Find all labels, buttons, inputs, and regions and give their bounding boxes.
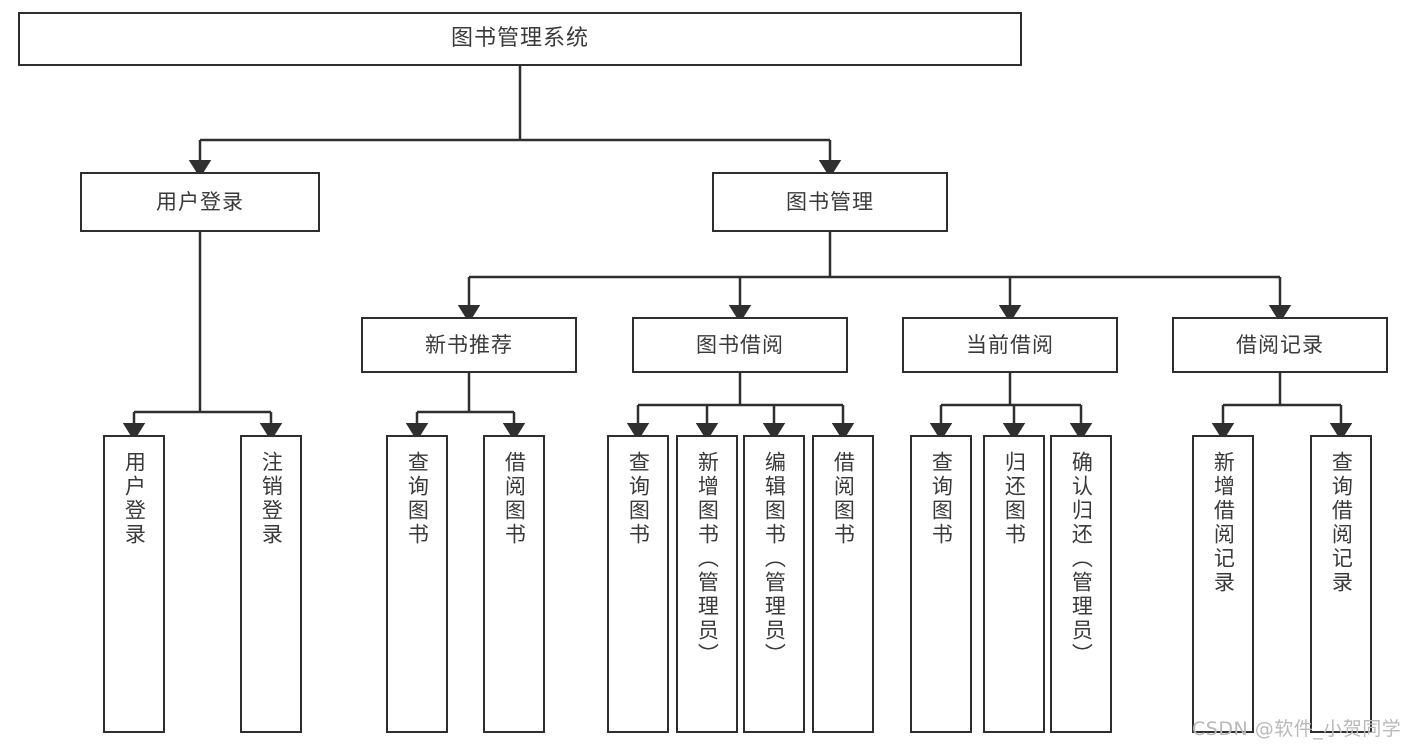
node-label: 用户登录	[156, 189, 244, 214]
node-current[interactable]: 当前借阅	[902, 317, 1118, 373]
node-leaf-query-book-2[interactable]: 查询图书	[607, 435, 669, 733]
node-label: 确认归还（管理员）	[1069, 451, 1094, 667]
node-label: 当前借阅	[966, 332, 1054, 357]
node-leaf-query-book-1[interactable]: 查询图书	[386, 435, 448, 733]
node-label: 新增图书（管理员）	[695, 451, 720, 667]
node-leaf-borrow-book-1[interactable]: 借阅图书	[483, 435, 545, 733]
node-leaf-query-book-3[interactable]: 查询图书	[910, 435, 972, 733]
node-leaf-user-logout[interactable]: 注销登录	[240, 435, 302, 733]
node-leaf-borrow-book-2[interactable]: 借阅图书	[812, 435, 874, 733]
node-login[interactable]: 用户登录	[80, 172, 320, 232]
node-label: 图书管理系统	[450, 26, 589, 52]
node-bookmgmt[interactable]: 图书管理	[712, 172, 948, 232]
node-leaf-user-login[interactable]: 用户登录	[103, 435, 165, 733]
node-leaf-add-record[interactable]: 新增借阅记录	[1192, 435, 1254, 733]
node-label: 用户登录	[122, 451, 147, 547]
edge-layer	[122, 66, 1353, 442]
node-records[interactable]: 借阅记录	[1172, 317, 1388, 373]
node-root[interactable]: 图书管理系统	[18, 12, 1022, 66]
node-leaf-add-book[interactable]: 新增图书（管理员）	[676, 435, 738, 733]
node-leaf-query-record[interactable]: 查询借阅记录	[1310, 435, 1372, 733]
node-leaf-confirm-return[interactable]: 确认归还（管理员）	[1050, 435, 1112, 733]
node-label: 新书推荐	[425, 332, 513, 357]
node-label: 图书借阅	[696, 332, 784, 357]
node-label: 新增借阅记录	[1211, 451, 1236, 595]
node-newbook[interactable]: 新书推荐	[361, 317, 577, 373]
node-label: 借阅图书	[831, 451, 856, 547]
node-label: 借阅记录	[1236, 332, 1324, 357]
node-label: 查询借阅记录	[1329, 451, 1354, 595]
node-label: 查询图书	[405, 451, 430, 547]
node-leaf-edit-book[interactable]: 编辑图书（管理员）	[743, 435, 805, 733]
csdn-watermark: CSDN @软件_小贺同学	[1192, 718, 1402, 740]
node-label: 编辑图书（管理员）	[762, 451, 787, 667]
node-leaf-return-book[interactable]: 归还图书	[983, 435, 1045, 733]
node-label: 图书管理	[786, 189, 874, 214]
node-label: 注销登录	[259, 451, 284, 547]
node-borrow[interactable]: 图书借阅	[632, 317, 848, 373]
node-label: 归还图书	[1002, 451, 1027, 547]
node-label: 查询图书	[626, 451, 651, 547]
node-label: 借阅图书	[502, 451, 527, 547]
node-label: 查询图书	[929, 451, 954, 547]
